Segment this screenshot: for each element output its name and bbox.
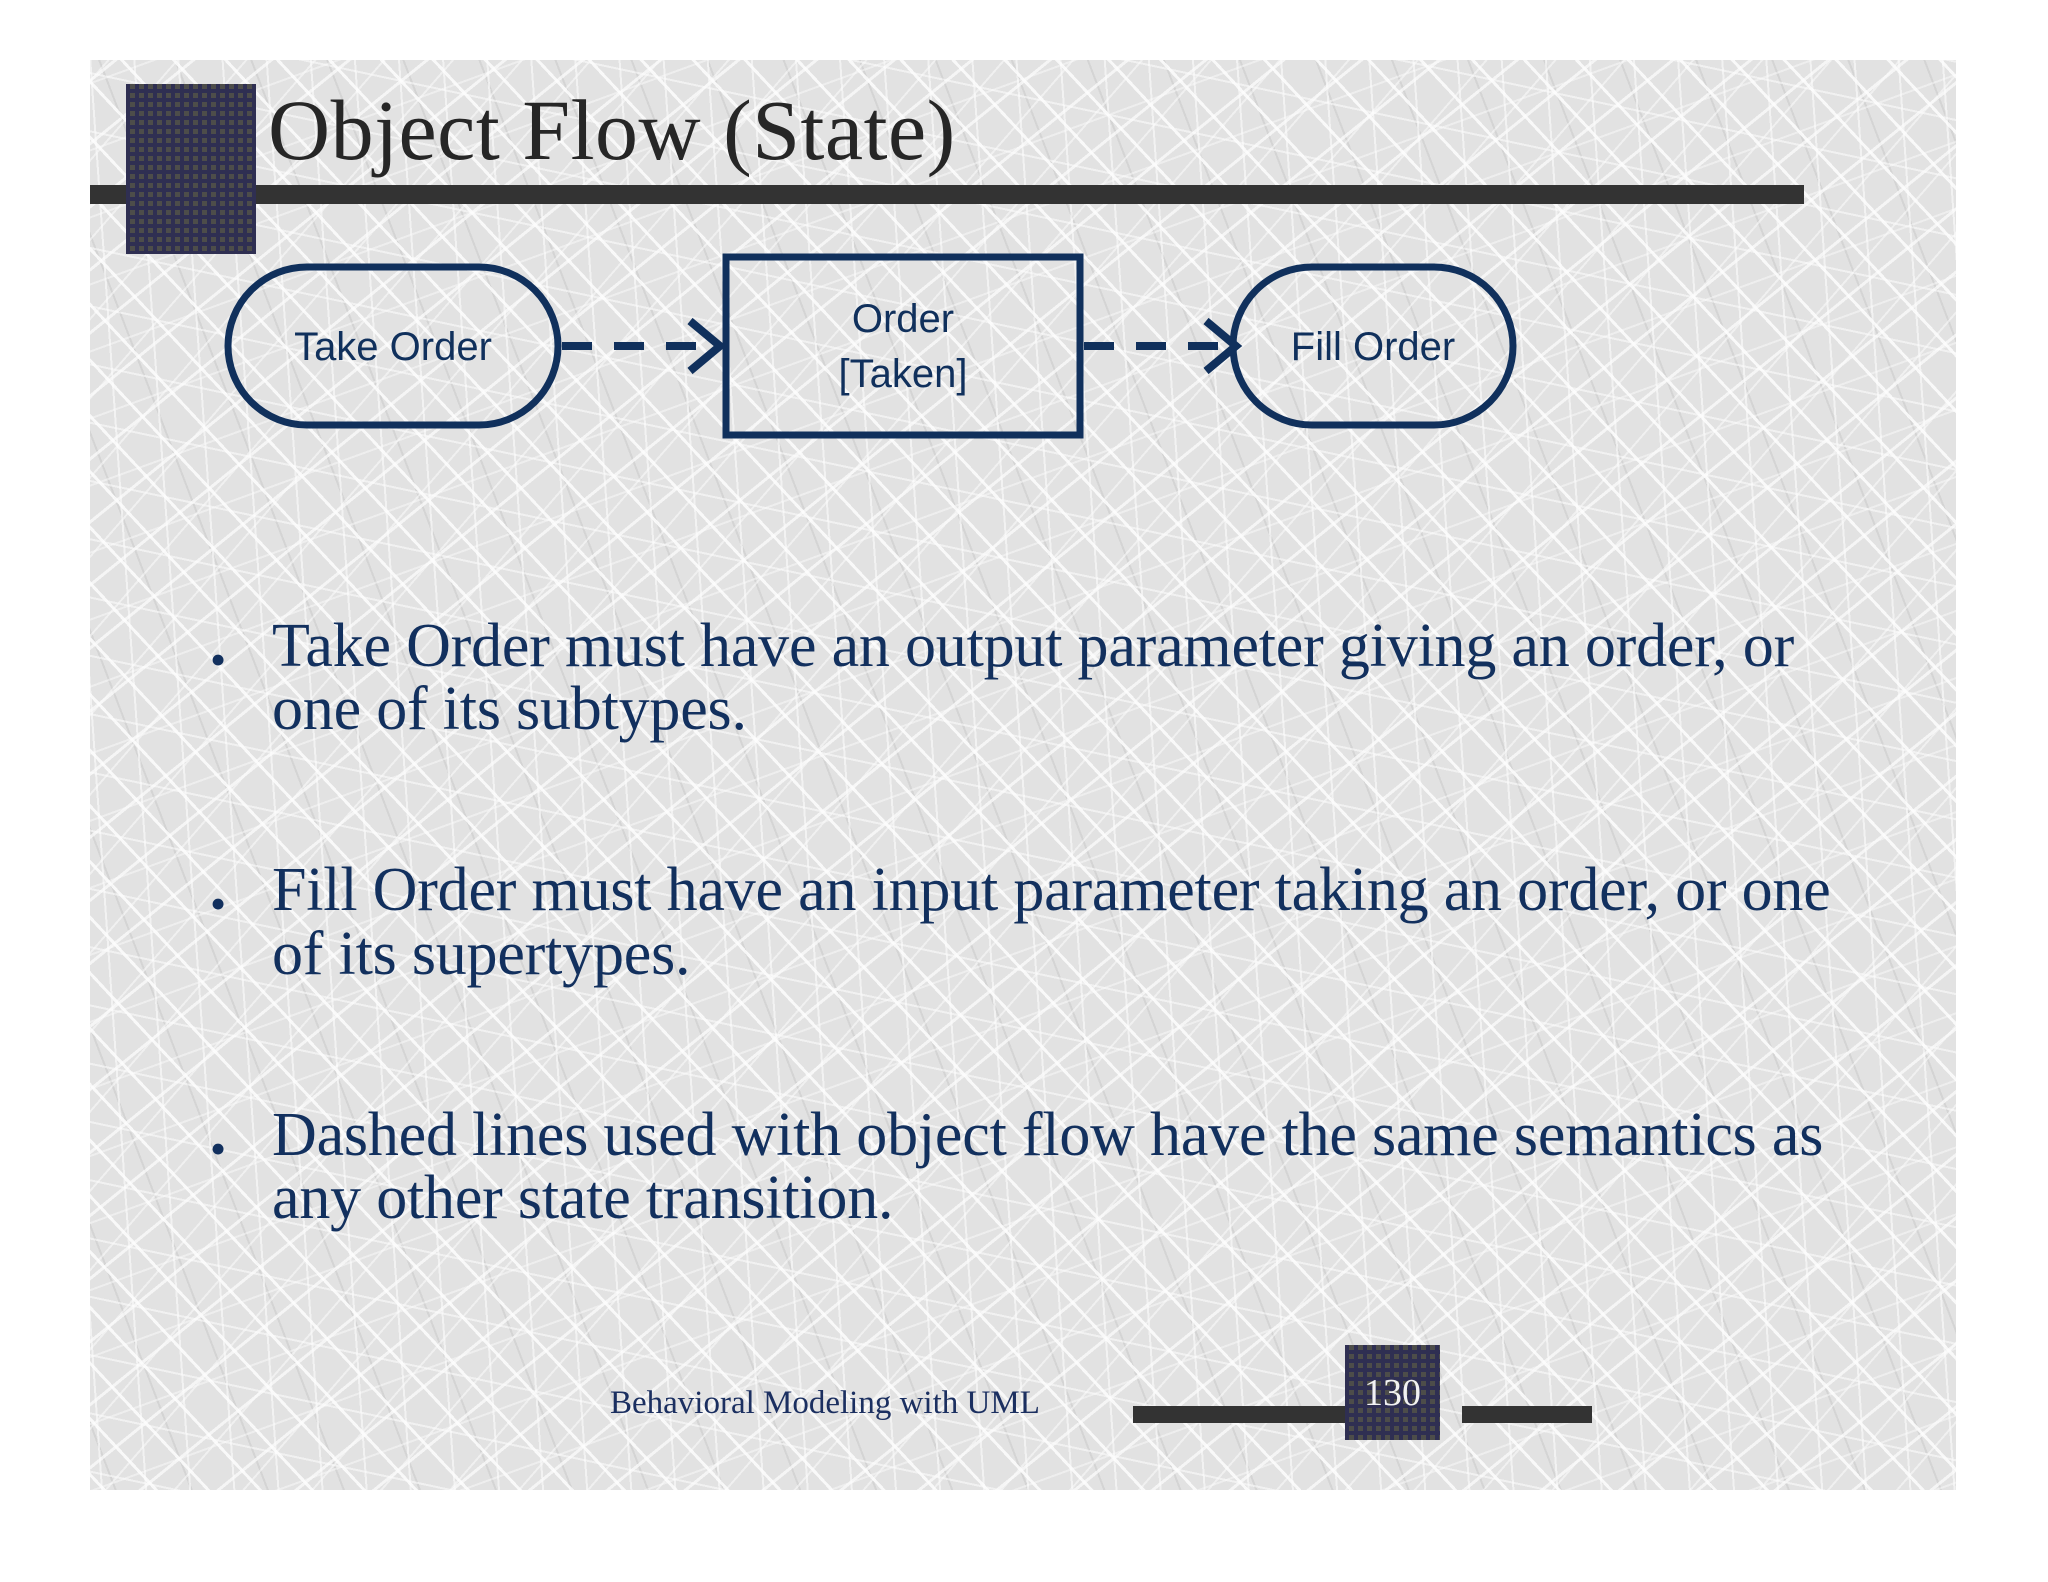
bullet-list: • Take Order must have an output paramet… [210, 612, 1870, 1348]
bullet-text: Dashed lines used with object flow have … [272, 1100, 1824, 1233]
bullet-marker-icon: • [210, 878, 227, 930]
diagram-node-fill-order: Fill Order [1229, 263, 1517, 429]
diagram-node-order-object: Order [Taken] [722, 253, 1084, 439]
diagram-node-take-order-label: Take Order [294, 325, 492, 369]
diagram-node-fill-order-label: Fill Order [1291, 325, 1455, 369]
bullet-marker-icon: • [210, 1122, 227, 1174]
list-item: • Fill Order must have an input paramete… [210, 856, 1870, 988]
bullet-text: Take Order must have an output parameter… [272, 612, 1795, 744]
list-item: • Take Order must have an output paramet… [210, 612, 1870, 744]
list-item: • Dashed lines used with object flow hav… [210, 1100, 1870, 1233]
page-number: 130 [1364, 1371, 1421, 1414]
object-flow-arrow-2 [1084, 317, 1243, 375]
bullet-text: Fill Order must have an input parameter … [272, 856, 1831, 988]
diagram-node-order-object-label-line1: Order [852, 297, 954, 341]
diagram-node-order-object-label-line2: [Taken] [839, 352, 968, 396]
object-flow-diagram: Take Order Order [Taken] Fill Orde [220, 245, 1520, 445]
object-flow-arrow-1 [562, 317, 727, 375]
bullet-marker-icon: • [210, 634, 227, 685]
footer-rule-right [1462, 1406, 1592, 1423]
page-title: Object Flow (State) [268, 82, 956, 178]
slide-canvas: Object Flow (State) Take Order Order [Ta… [90, 60, 1956, 1490]
footer-title: Behavioral Modeling with UML [610, 1385, 1040, 1421]
diagram-node-take-order: Take Order [224, 263, 562, 429]
title-divider-rule [90, 185, 1804, 204]
title-decoration-block [126, 84, 256, 254]
